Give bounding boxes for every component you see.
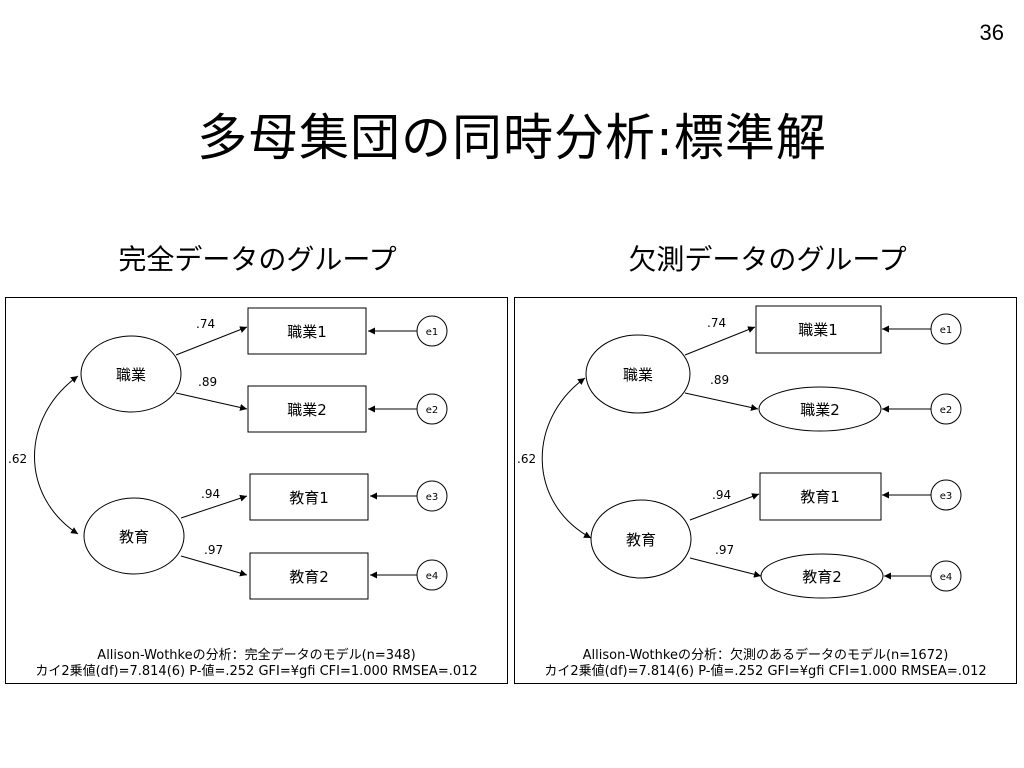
indicator-label-1: 職業1 xyxy=(798,321,838,339)
loading-label-4: .97 xyxy=(715,543,734,557)
loading-arrow-2 xyxy=(684,392,759,411)
latent-education-ellipse xyxy=(83,497,185,575)
missing-data-model-caption: Allison-Wothkeの分析：欠測のあるデータのモデル(n=1672) カ… xyxy=(515,648,1016,680)
caption-line-2: カイ2乗値(df)=7.814(6) P-値=.252 GFI=¥gfi CFI… xyxy=(35,664,478,679)
loading-label-1: .74 xyxy=(707,316,726,330)
loading-arrow-4 xyxy=(689,557,762,578)
latent-occupation-ellipse xyxy=(585,334,691,414)
slide-title: 多母集団の同時分析:標準解 xyxy=(197,109,827,167)
loading-arrow-3 xyxy=(689,493,760,521)
indicator-ellipse-2 xyxy=(758,386,882,432)
latent-education-label: 教育 xyxy=(119,528,149,546)
complete-data-model-caption: Allison-Wothkeの分析：完全データのモデル(n=348) カイ2乗値… xyxy=(6,648,507,680)
error-label-3: e3 xyxy=(940,491,953,502)
indicator-label-3: 教育1 xyxy=(289,489,329,507)
indicator-label-2: 職業2 xyxy=(287,401,327,419)
correlation-label: .62 xyxy=(8,452,27,466)
loading-label-2: .89 xyxy=(198,375,217,389)
caption-line-2: カイ2乗値(df)=7.814(6) P-値=.252 GFI=¥gfi CFI… xyxy=(544,664,987,679)
path-diagram-svg: .62 職業 教育 .74 .89 .94 .97 職業1 職業2 教育1 教育… xyxy=(8,307,448,600)
error-label-4: e4 xyxy=(426,571,439,582)
indicator-label-1: 職業1 xyxy=(287,323,327,341)
error-label-3: e3 xyxy=(426,492,439,503)
path-diagram-svg: .62 職業 教育 .74 .89 .94 .97 職業1 職業2 教育1 教育… xyxy=(517,305,962,599)
latent-occupation-label: 職業 xyxy=(623,366,653,384)
error-label-1: e1 xyxy=(426,327,439,338)
missing-data-path-diagram: .62 職業 教育 .74 .89 .94 .97 職業1 職業2 教育1 教育… xyxy=(514,297,1017,684)
error-label-4: e4 xyxy=(940,572,953,583)
indicator-box-4 xyxy=(249,552,369,600)
loading-label-3: .94 xyxy=(201,487,220,501)
loading-label-3: .94 xyxy=(712,488,731,502)
caption-line-1: Allison-Wothkeの分析：欠測のあるデータのモデル(n=1672) xyxy=(582,648,949,663)
error-label-1: e1 xyxy=(940,325,953,336)
loading-arrow-2 xyxy=(175,392,248,411)
latent-occupation-label: 職業 xyxy=(116,366,146,384)
indicator-box-2 xyxy=(247,385,367,433)
loading-arrow-1 xyxy=(175,326,248,356)
latent-education-label: 教育 xyxy=(626,531,656,549)
loading-label-1: .74 xyxy=(196,317,215,331)
correlation-arc xyxy=(34,375,79,535)
loading-arrow-3 xyxy=(180,494,248,519)
indicator-label-2: 職業2 xyxy=(800,401,840,419)
loading-arrow-1 xyxy=(684,326,756,356)
loading-label-4: .97 xyxy=(204,543,223,557)
loading-label-2: .89 xyxy=(710,373,729,387)
indicator-box-1 xyxy=(755,305,882,354)
indicator-box-3 xyxy=(249,473,369,521)
error-label-2: e2 xyxy=(940,405,953,416)
indicator-label-4: 教育2 xyxy=(802,568,842,586)
correlation-label: .62 xyxy=(517,452,536,466)
complete-data-path-diagram: .62 職業 教育 .74 .89 .94 .97 職業1 職業2 教育1 教育… xyxy=(5,297,508,684)
indicator-label-4: 教育2 xyxy=(289,568,329,586)
indicator-label-3: 教育1 xyxy=(800,488,840,506)
latent-occupation-ellipse xyxy=(80,335,182,413)
page-number: 36 xyxy=(979,20,1004,45)
loading-arrow-4 xyxy=(180,555,248,577)
indicator-box-3 xyxy=(759,472,882,521)
error-label-2: e2 xyxy=(426,405,439,416)
complete-data-group-heading: 完全データのグループ xyxy=(118,243,397,276)
caption-line-1: Allison-Wothkeの分析：完全データのモデル(n=348) xyxy=(97,648,416,663)
correlation-arc xyxy=(541,377,592,539)
latent-education-ellipse xyxy=(590,499,692,579)
indicator-ellipse-4 xyxy=(760,553,884,599)
indicator-box-1 xyxy=(247,307,367,355)
missing-data-group-heading: 欠測データのグループ xyxy=(628,243,907,276)
